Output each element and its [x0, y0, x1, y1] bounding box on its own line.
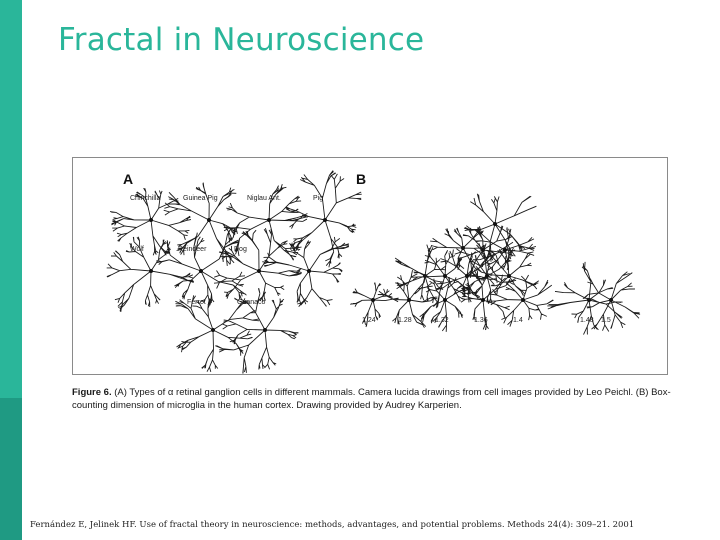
species-label: Wolf [130, 246, 144, 253]
dimension-label: 1.4 [513, 317, 523, 324]
species-label: Reindeer [178, 246, 207, 253]
cell-soma [407, 298, 411, 302]
cell-soma [371, 298, 375, 302]
caption-text: (A) Types of α retinal ganglion cells in… [72, 387, 671, 411]
microglia-cell [582, 271, 641, 332]
cell-soma [503, 248, 507, 252]
panel-b-letter: B [356, 171, 366, 187]
retinal-ganglion-cell [109, 187, 191, 256]
species-label: Guanaco [237, 299, 266, 306]
cell-soma [609, 298, 613, 302]
retinal-ganglion-cell [175, 295, 260, 373]
citation: Fernández E, Jelinek HF. Use of fractal … [30, 520, 635, 530]
cell-soma [465, 274, 469, 278]
cell-soma [149, 269, 153, 273]
microglia-cell [460, 269, 511, 331]
cell-soma [493, 222, 497, 226]
microglia-cell [394, 244, 446, 304]
dimension-label: 1.48 [580, 317, 594, 324]
species-label: Dog [234, 246, 247, 253]
retinal-ganglion-cell [223, 184, 308, 261]
cell-soma [207, 218, 211, 222]
cell-soma [323, 218, 327, 222]
species-label: Pig [313, 195, 323, 202]
microglia-cell [377, 270, 438, 328]
species-label: Guinea Pig [183, 195, 218, 202]
dimension-label: 1.36 [474, 317, 488, 324]
species-label: Ferret [187, 299, 206, 306]
cell-soma [149, 218, 153, 222]
figure-drawing: A B Chinchilla Guinea Pig Niglau Ant. Pi… [106, 170, 641, 374]
cell-soma [257, 269, 261, 273]
retinal-ganglion-cell [215, 288, 299, 374]
cell-soma [211, 328, 215, 332]
cell-soma [507, 274, 511, 278]
accent-bar-top [0, 0, 22, 398]
microglia-cell [419, 277, 466, 332]
retinal-ganglion-cell [106, 236, 194, 313]
dimension-label: 1.32 [435, 317, 449, 324]
dimension-label: 1.5 [601, 317, 611, 324]
dimension-label: 1.28 [398, 317, 412, 324]
cell-soma [521, 298, 525, 302]
species-label: Niglau Ant. [247, 195, 281, 202]
caption-label: Figure 6. [72, 387, 112, 398]
slide-title: Fractal in Neuroscience [58, 22, 425, 58]
dimension-label: 1.24 [362, 317, 376, 324]
retinal-ganglion-cell [262, 236, 350, 308]
figure-image: A B Chinchilla Guinea Pig Niglau Ant. Pi… [72, 157, 668, 375]
species-label: Chinchilla [130, 195, 160, 202]
cell-soma [267, 218, 271, 222]
microglia-cell [475, 247, 538, 296]
cell-soma [443, 274, 447, 278]
microglia-cell [488, 274, 554, 327]
accent-bar-bottom [0, 398, 22, 540]
neuron-drawings [106, 170, 641, 374]
retinal-ganglion-cell [156, 229, 247, 306]
cell-soma [199, 269, 203, 273]
cell-soma [481, 298, 485, 302]
cell-soma [443, 298, 447, 302]
figure-caption: Figure 6. (A) Types of α retinal ganglio… [72, 386, 672, 412]
cell-soma [307, 269, 311, 273]
panel-a-letter: A [123, 171, 133, 187]
cell-soma [461, 246, 465, 250]
cell-soma [263, 328, 267, 332]
